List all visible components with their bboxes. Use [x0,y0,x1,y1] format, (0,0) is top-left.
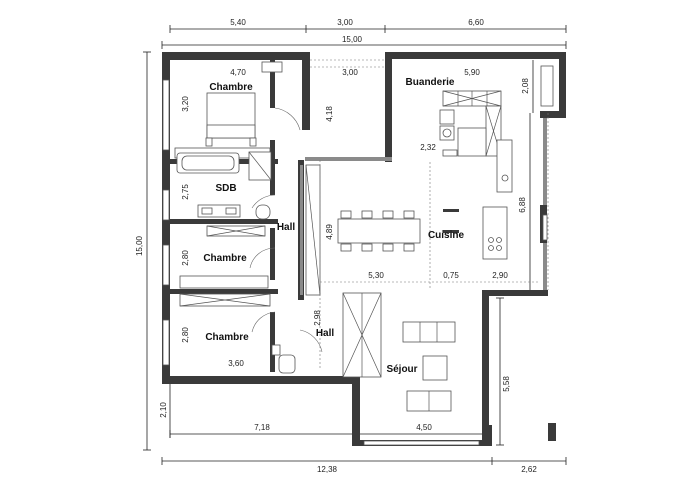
sejour-furniture [402,321,456,412]
room-label-hall-2: Hall [316,328,335,339]
windows [162,65,554,446]
dim-sdb-height: 2,75 [181,184,190,200]
dim-buanderie-2-32: 2,32 [420,143,436,152]
chambre-3-furniture [179,293,323,374]
dim-chambre3-width: 3,60 [228,359,244,368]
dim-right-2-08: 2,08 [521,78,530,94]
dim-top-2: 3,00 [337,18,353,27]
dim-top-3: 6,60 [468,18,484,27]
room-label-buanderie: Buanderie [406,77,455,88]
room-label-hall-1: Hall [277,222,296,233]
dim-chambre1-height: 3,20 [181,96,190,112]
dim-gap-width: 3,00 [342,68,358,77]
room-label-chambre-2: Chambre [203,253,247,264]
dim-top-1: 5,40 [230,18,246,27]
dim-cuisine-0-75: 0,75 [443,271,459,280]
dim-bottom-4-50: 4,50 [416,423,432,432]
dim-bottom-7-18: 7,18 [254,423,270,432]
hall-furniture [305,164,382,378]
room-label-sejour: Séjour [386,364,417,375]
dim-right-6-88: 6,88 [518,197,527,213]
room-label-chambre-3: Chambre [205,332,249,343]
scale-marker [548,423,556,441]
dim-chambre3-height: 2,80 [181,327,190,343]
dim-cuisine-2-90: 2,90 [492,271,508,280]
room-label-cuisine: Cuisine [428,230,465,241]
dim-gap-height: 4,18 [325,106,334,122]
dim-hall-2-98: 2,98 [313,310,322,326]
dim-bottom-12-38: 12,38 [317,465,338,474]
dim-sejour-5-58: 5,58 [502,376,511,392]
dim-left-2-10: 2,10 [159,402,168,418]
dim-left-total: 15,00 [135,235,144,256]
dimension-labels: 5,40 3,00 6,60 15,00 4,70 3,00 5,90 2,08… [135,18,537,474]
cuisine-furniture [320,139,540,290]
dim-cuisine-4-89: 4,89 [325,224,334,240]
dim-chambre1-width: 4,70 [230,68,246,77]
room-labels: Chambre SDB Hall Chambre Chambre Hall Bu… [203,77,464,375]
room-label-sdb: SDB [215,183,236,194]
dimension-lines [143,25,567,465]
dim-cuisine-5-30: 5,30 [368,271,384,280]
guide-lines [310,66,549,370]
dim-buanderie-width: 5,90 [464,68,480,77]
room-label-chambre-1: Chambre [209,82,253,93]
chambre-2-furniture [179,225,276,289]
dim-bottom-2-62: 2,62 [521,465,537,474]
dim-chambre2-height: 2,80 [181,250,190,266]
dim-top-total: 15,00 [342,35,363,44]
sdb-furniture [176,151,276,220]
buanderie-furniture [439,90,502,157]
